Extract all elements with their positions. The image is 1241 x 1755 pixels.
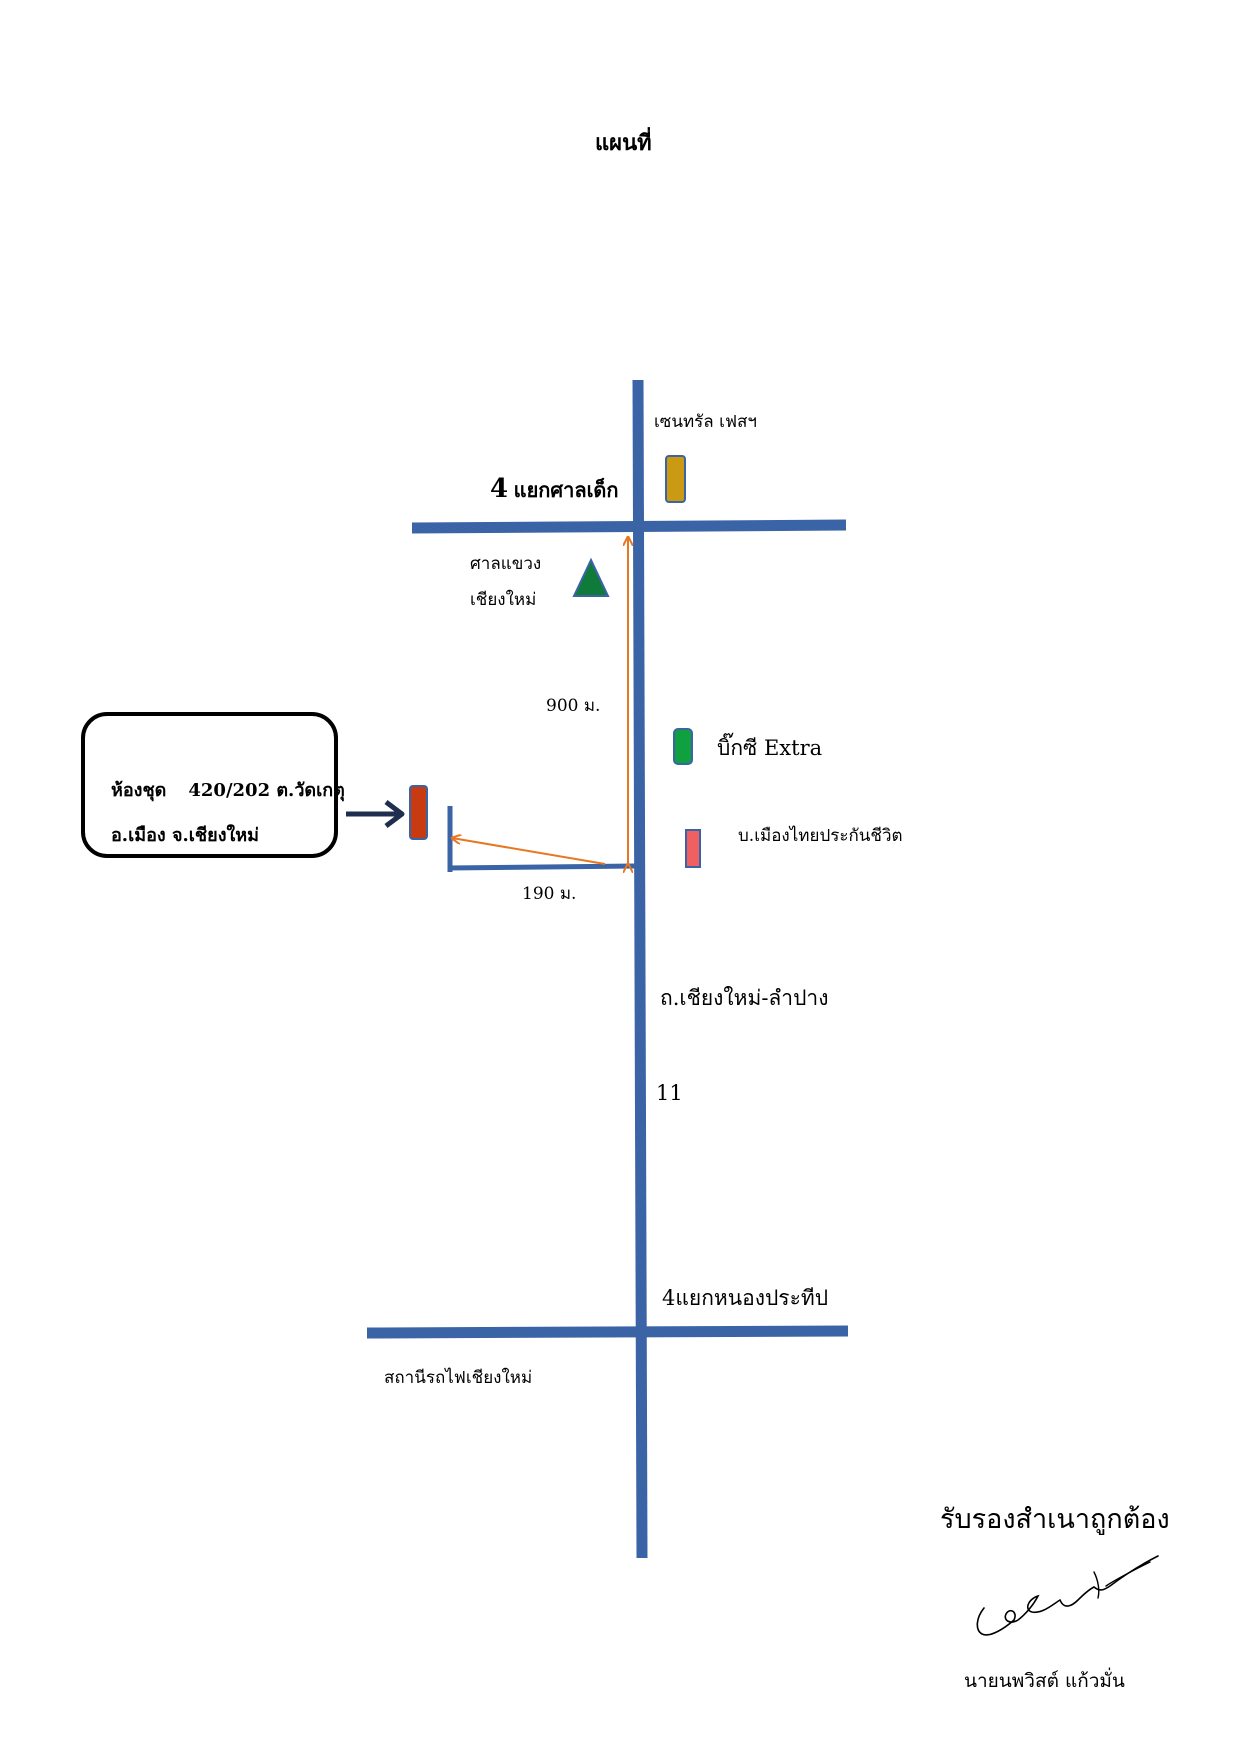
label-muang-thai-life: บ.เมืองไทยประกันชีวิต bbox=[738, 826, 903, 846]
label-bigc-extra: บิ๊กซี Extra bbox=[717, 736, 823, 760]
distance-190-arrow bbox=[452, 838, 606, 865]
property-address-line2: อ.เมือง จ.เชียงใหม่ bbox=[111, 825, 259, 846]
label-central-festival: เซนทรัล เฟสฯ bbox=[654, 412, 757, 432]
insurance-marker bbox=[685, 829, 701, 868]
handwritten-signature bbox=[976, 1555, 1159, 1636]
side-soi-road bbox=[447, 863, 639, 871]
label-court-line2: เชียงใหม่ bbox=[470, 590, 537, 610]
label-intersection-north: 4 แยกศาลเด็ก bbox=[490, 476, 619, 502]
intersection-north-name: แยกศาลเด็ก bbox=[513, 478, 619, 502]
signature-flourish bbox=[1093, 1561, 1151, 1599]
property-pointer-arrowhead bbox=[384, 800, 405, 828]
signer-name: นายนพวิสต์ แก้วมั่น bbox=[964, 1670, 1125, 1692]
central-festival-marker bbox=[665, 455, 686, 503]
property-callout-box: ห้องชุด 420/202 ต.วัดเกตุ อ.เมือง จ.เชียง… bbox=[81, 712, 345, 858]
cross-road-south bbox=[366, 1325, 849, 1339]
label-train-station: สถานีรถไฟเชียงใหม่ bbox=[384, 1368, 533, 1388]
label-distance-900: 900 ม. bbox=[546, 696, 601, 716]
property-marker bbox=[409, 785, 428, 840]
property-unit-label: ห้องชุด bbox=[111, 780, 167, 801]
label-distance-190: 190 ม. bbox=[522, 884, 577, 904]
label-intersection-south: 4แยกหนองประทีป bbox=[662, 1286, 829, 1310]
property-address-number: 420/202 ต.วัดเกตุ bbox=[188, 780, 345, 801]
label-court-line1: ศาลแขวง bbox=[470, 554, 542, 574]
page-title: แผนที่ bbox=[595, 130, 652, 156]
intersection-north-number: 4 bbox=[490, 474, 509, 504]
cross-road-north bbox=[411, 519, 847, 534]
label-road-name: ถ.เชียงใหม่-ลำปาง bbox=[660, 986, 829, 1010]
certification-text: รับรองสำเนาถูกต้อง bbox=[940, 1504, 1170, 1535]
label-road-number: 11 bbox=[656, 1081, 683, 1105]
main-road-chiangmai-lampang bbox=[632, 379, 648, 1559]
bigc-marker bbox=[673, 728, 693, 765]
court-triangle-marker bbox=[572, 557, 610, 597]
property-address-line1: ห้องชุด 420/202 ต.วัดเกตุ bbox=[111, 775, 345, 804]
